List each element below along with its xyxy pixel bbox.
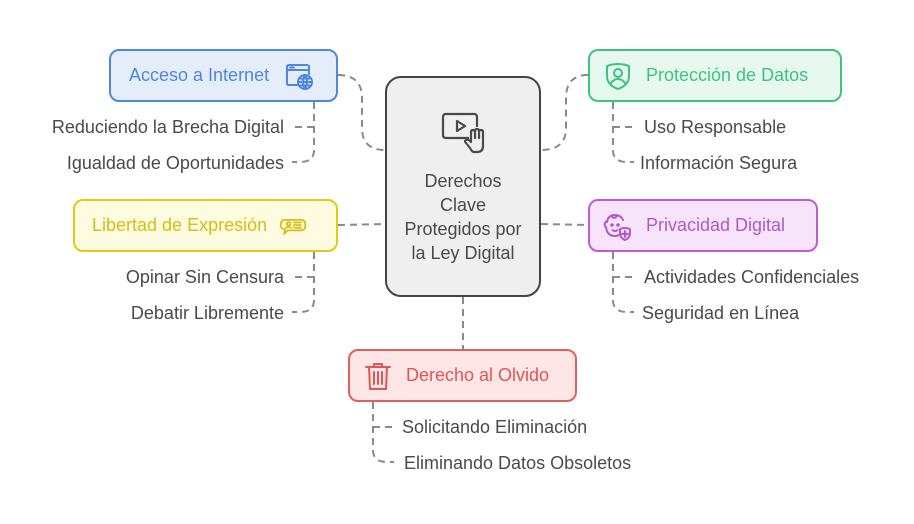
connector-datos-leaves — [612, 102, 634, 163]
connector-privacidad-leaves — [612, 252, 634, 313]
branch-label: Privacidad Digital — [646, 215, 786, 235]
leaf-item: Reduciendo la Brecha Digital — [51, 117, 284, 137]
speech-bubble-user-icon — [277, 210, 309, 242]
leaf-item: Información Segura — [640, 153, 798, 173]
leaf-item: Eliminando Datos Obsoletos — [404, 453, 632, 473]
branch-node-derecho-al-olvido[interactable]: Derecho al Olvido — [348, 349, 577, 402]
video-touch-icon — [438, 108, 488, 163]
branch-node-privacidad-digital[interactable]: Privacidad Digital — [588, 199, 818, 252]
connector-center-internet — [337, 74, 386, 151]
connector-center-privacidad — [540, 223, 589, 226]
baby-shield-icon — [602, 210, 634, 242]
connector-olvido-leaves — [372, 402, 394, 463]
leaf-item: Actividades Confidenciales — [644, 267, 860, 287]
shield-user-icon — [602, 60, 634, 92]
branch-node-libertad-de-expresion[interactable]: Libertad de Expresión — [73, 199, 338, 252]
connector-center-expresion — [337, 223, 386, 226]
trash-icon — [362, 360, 394, 392]
connector-expresion-leaves — [292, 252, 315, 313]
connector-center-datos — [540, 74, 589, 151]
connector-internet-leaves — [292, 102, 315, 163]
leaf-item: Seguridad en Línea — [642, 303, 800, 323]
browser-globe-icon — [283, 60, 315, 92]
central-topic-node[interactable]: Derechos Clave Protegidos por la Ley Dig… — [385, 76, 541, 297]
leaf-item: Debatir Libremente — [130, 303, 284, 323]
leaf-item: Igualdad de Oportunidades — [66, 153, 284, 173]
central-topic-title: Derechos Clave Protegidos por la Ley Dig… — [404, 171, 522, 263]
branch-label: Derecho al Olvido — [406, 365, 550, 385]
branch-node-acceso-a-internet[interactable]: Acceso a Internet — [109, 49, 338, 102]
leaf-item: Opinar Sin Censura — [125, 267, 284, 287]
branch-node-proteccion-de-datos[interactable]: Protección de Datos — [588, 49, 842, 102]
leaf-item: Solicitando Eliminación — [402, 417, 588, 437]
branch-label: Libertad de Expresión — [92, 215, 268, 235]
leaf-item: Uso Responsable — [644, 117, 787, 137]
branch-label: Acceso a Internet — [129, 65, 270, 85]
branch-label: Protección de Datos — [646, 65, 809, 85]
